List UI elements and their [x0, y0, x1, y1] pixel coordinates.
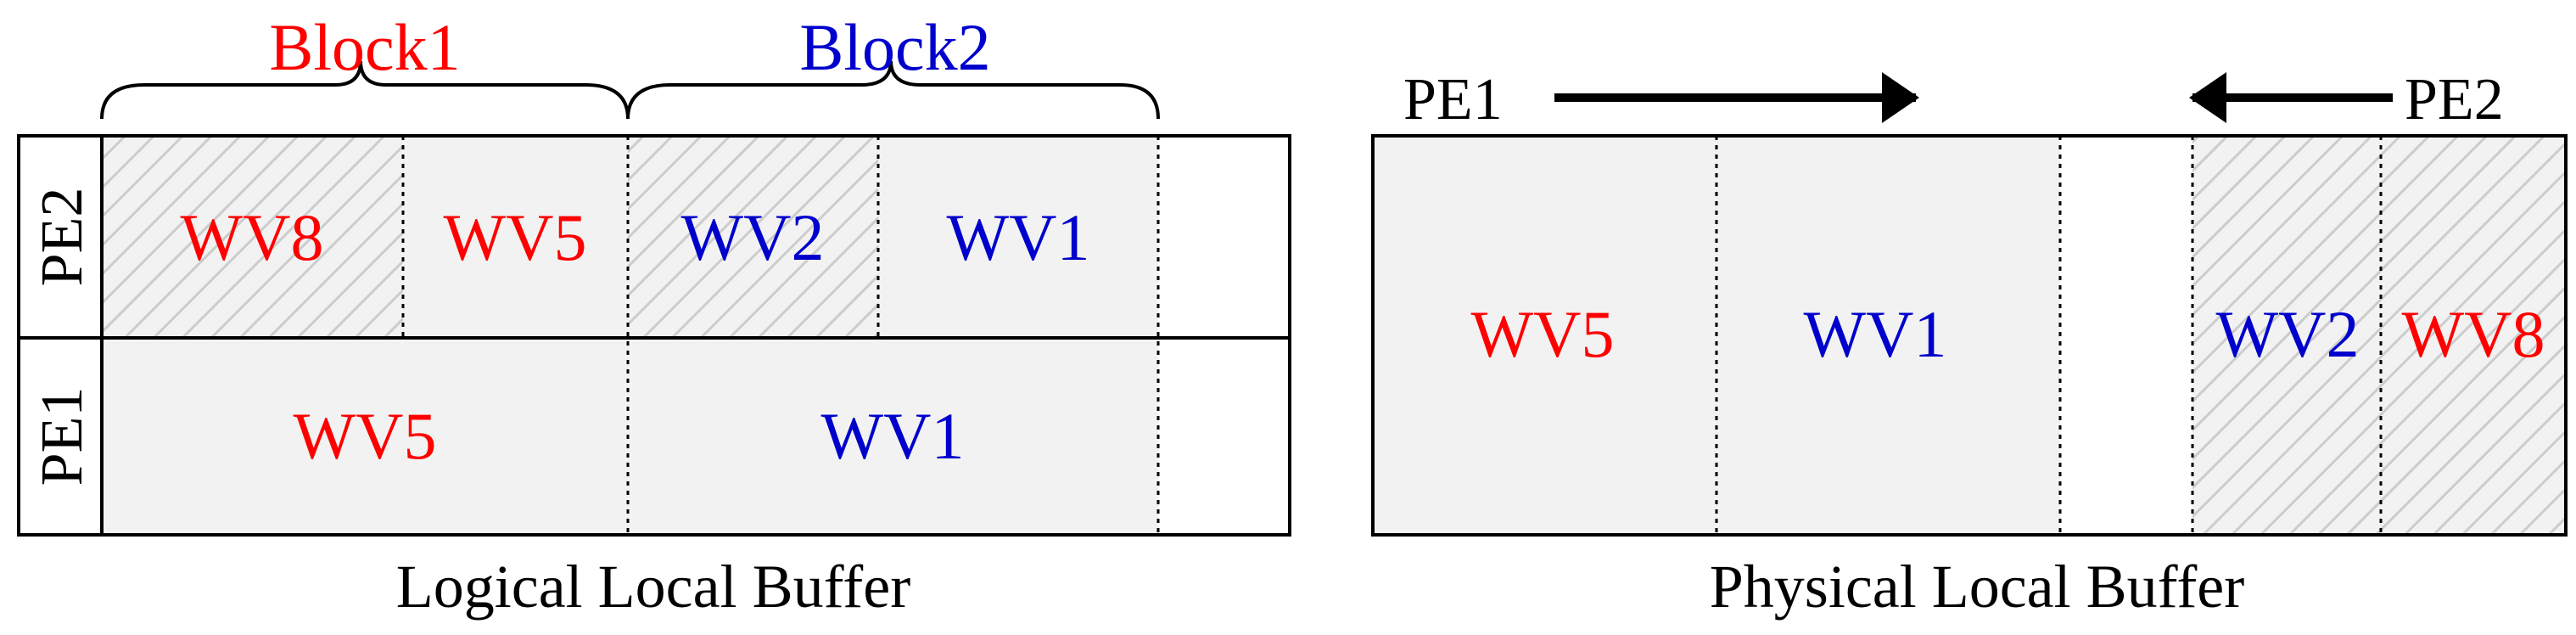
cell-label: WV1 — [821, 399, 965, 473]
cell-label: WV8 — [181, 200, 324, 274]
physical-cell-wv2 — [2192, 136, 2381, 535]
logical-pe2-cell-wv5 — [403, 136, 628, 338]
block1-label: Block1 — [269, 10, 460, 84]
physical-buffer: PE1 PE2 WV5 WV1 WV2 WV8 Physical Local B… — [1371, 67, 2568, 621]
block2-label: Block2 — [799, 10, 990, 84]
logical-pe2-cell-wv2 — [628, 136, 878, 338]
physical-cell-wv8 — [2381, 136, 2566, 535]
cell-label: WV5 — [1471, 297, 1615, 371]
row-label-pe2: PE2 — [30, 188, 95, 287]
physical-cell-wv5 — [1373, 136, 1716, 535]
logical-buffer-frame — [17, 134, 1291, 537]
cell-label: WV1 — [1804, 297, 1947, 371]
logical-pe2-cell-wv1 — [878, 136, 1158, 338]
cell-label: WV5 — [294, 399, 437, 473]
logical-buffer: Block1 Block2 PE2 PE1 WV8 WV5 WV2 WV1 WV… — [17, 10, 1291, 621]
physical-buffer-frame — [1371, 134, 2568, 537]
logical-pe2-cell-wv8 — [102, 136, 403, 338]
cell-label: WV1 — [947, 200, 1090, 274]
row-label-pe1: PE1 — [30, 387, 95, 486]
cell-label: WV5 — [444, 200, 587, 274]
cell-label: WV2 — [2216, 297, 2360, 371]
logical-pe1-cell-wv1 — [628, 338, 1158, 535]
block1-brace — [100, 60, 630, 120]
physical-caption: Physical Local Buffer — [1710, 553, 2245, 621]
arrow-label-pe2: PE2 — [2405, 67, 2504, 132]
arrow-label-pe1: PE1 — [1403, 67, 1503, 132]
cell-label: WV8 — [2402, 297, 2545, 371]
physical-cell-wv1 — [1716, 136, 2060, 535]
cell-label: WV2 — [681, 200, 825, 274]
physical-cell-free — [2060, 136, 2192, 535]
block2-brace — [626, 60, 1160, 120]
logical-pe1-cell-wv5 — [102, 338, 628, 535]
logical-caption: Logical Local Buffer — [396, 553, 910, 621]
